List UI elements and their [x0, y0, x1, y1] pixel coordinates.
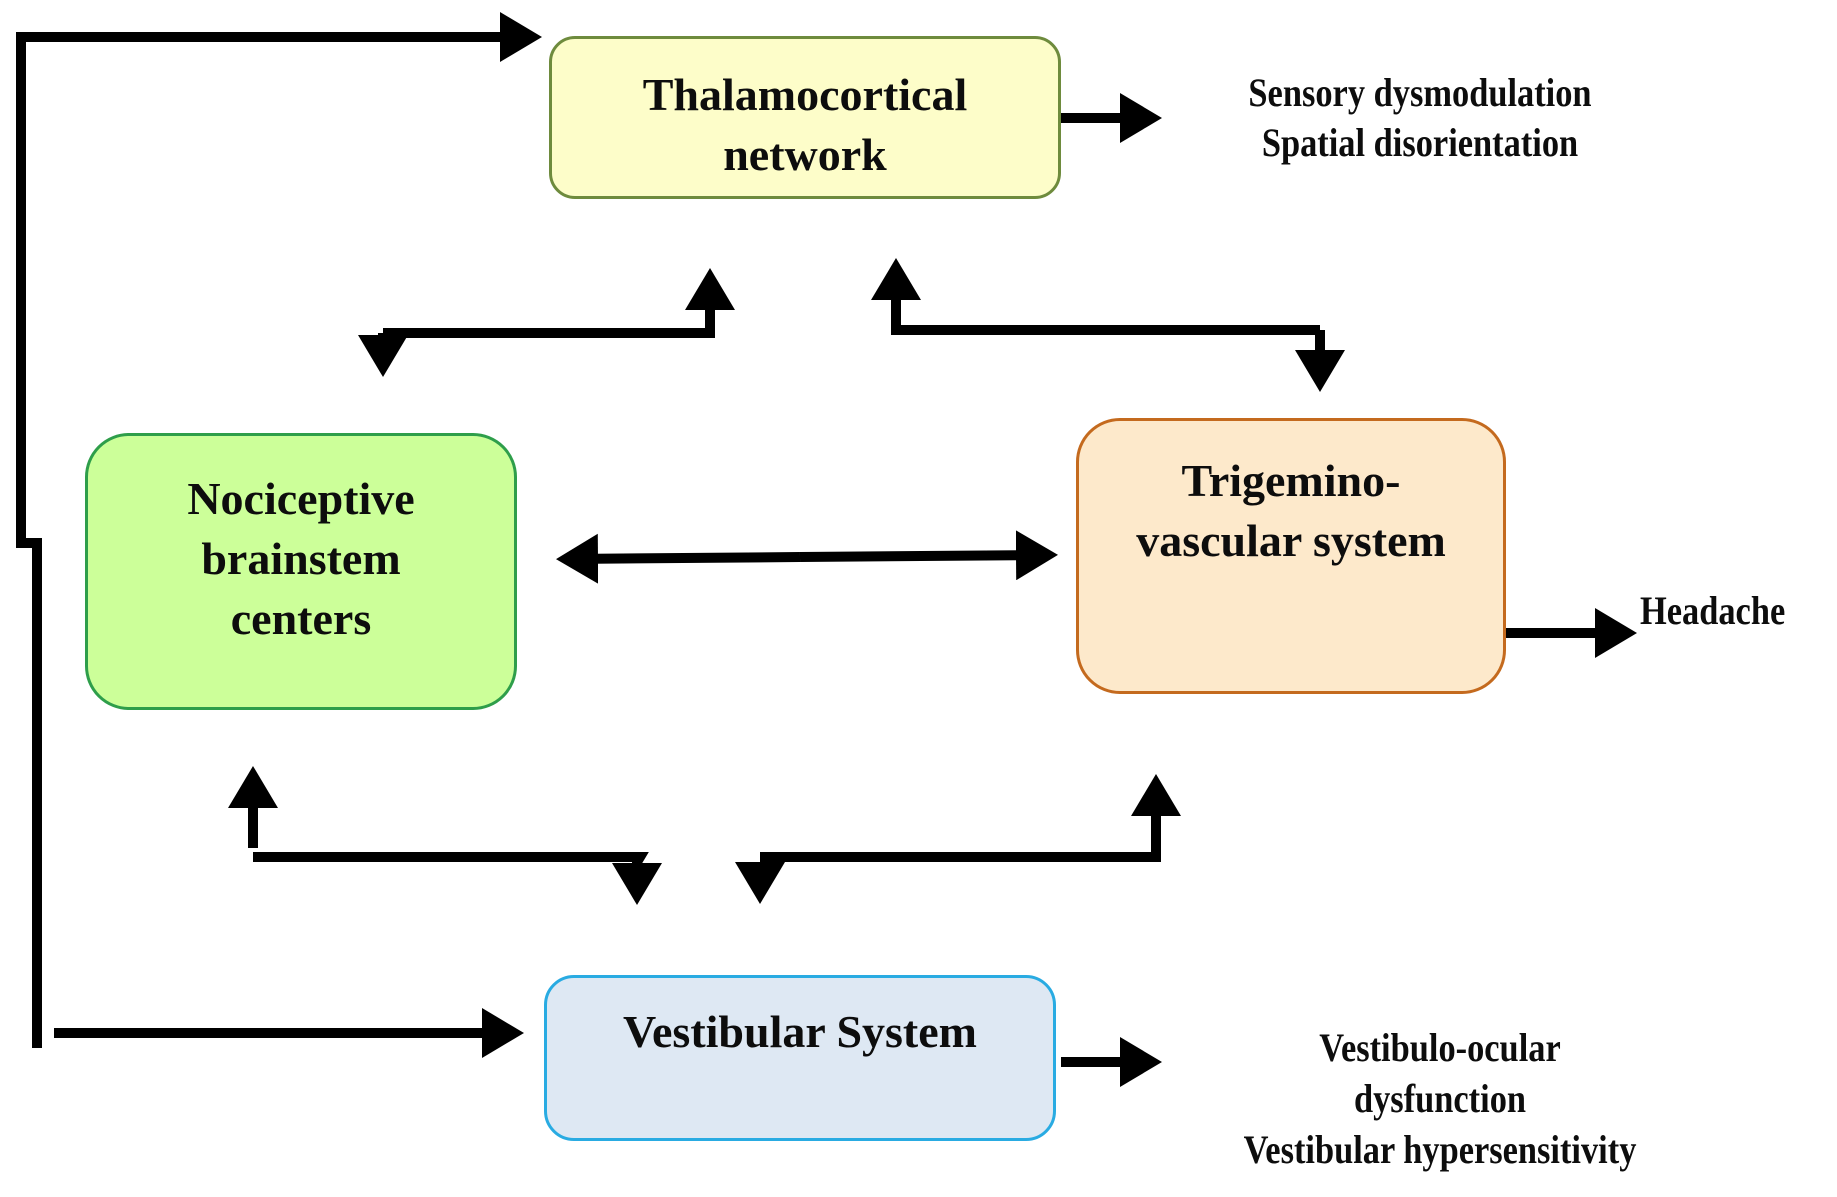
node-label-line: Vestibular System — [623, 1006, 977, 1057]
outcome-text: Vestibular hypersensitivity — [1243, 1127, 1637, 1172]
node-label-line: Thalamocortical — [642, 69, 968, 120]
arrow-trigeminovascular-to-thalamocortical — [871, 258, 1320, 335]
node-trigeminovascular-system[interactable]: Trigemino- vascular system — [1076, 418, 1506, 694]
node-label-line: vascular system — [1136, 515, 1446, 566]
node-label-line: centers — [230, 593, 372, 644]
arrow-trigeminovascular-to-nociceptive — [556, 533, 801, 584]
outcome-text: Spatial disorientation — [1261, 120, 1579, 165]
outcome-headache: Headache — [1640, 586, 1809, 636]
node-vestibular-system[interactable]: Vestibular System — [544, 975, 1056, 1141]
arrow-vestibular-to-trigeminovascular — [760, 774, 1181, 862]
node-label-line: network — [723, 129, 887, 180]
outcome-text: Headache — [1640, 588, 1786, 633]
outcome-thalamocortical: Sensory dysmodulation Spatial disorienta… — [1214, 68, 1627, 168]
outcome-text: Sensory dysmodulation — [1248, 70, 1592, 115]
outcome-text: Vestibulo-ocular — [1319, 1025, 1561, 1070]
node-nociceptive-brainstem-centers[interactable]: Nociceptive brainstem centers — [85, 433, 517, 710]
outcome-text: dysfunction — [1353, 1076, 1527, 1121]
node-thalamocortical-network[interactable]: Thalamocortical network — [549, 36, 1061, 199]
input-line-left — [16, 37, 42, 1048]
arrow-nociceptive-to-vestibular — [253, 852, 662, 905]
node-label-line: Nociceptive — [187, 473, 415, 524]
arrow-nociceptive-to-trigeminovascular — [799, 530, 1058, 581]
node-label-line: brainstem — [201, 533, 401, 584]
node-label-line: Trigemino- — [1181, 455, 1401, 506]
arrow-nociceptive-to-thalamocortical — [383, 268, 735, 338]
outcome-vestibular: Vestibulo-ocular dysfunction Vestibular … — [1216, 1022, 1663, 1175]
